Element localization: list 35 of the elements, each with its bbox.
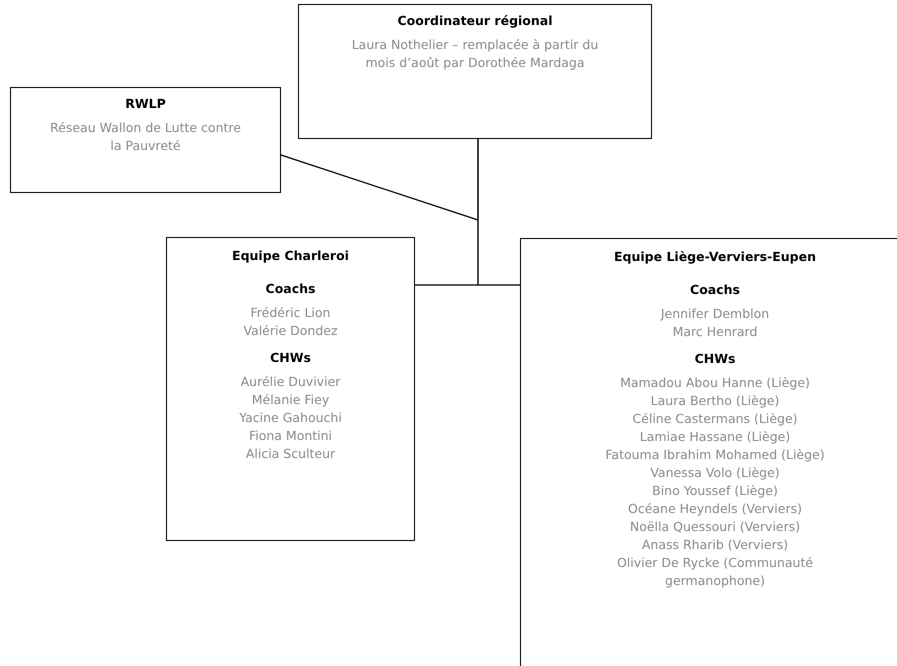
member-name: Bino Youssef (Liège) [652, 482, 778, 500]
box-heading: Coordinateur régional [397, 13, 553, 28]
member-name: Laura Nothelier – remplacée à partir du mois d’août par Dorothée Mardaga [350, 36, 600, 72]
member-name: Fiona Montini [248, 427, 332, 445]
box-heading: CHWs [270, 350, 311, 365]
member-name: Aurélie Duvivier [240, 373, 340, 391]
org-box [298, 4, 652, 139]
member-name: Yacine Gahouchi [239, 409, 342, 427]
box-heading: CHWs [694, 351, 736, 366]
org-box [166, 237, 415, 541]
connector-line [280, 139, 479, 221]
member-name: Noëlla Quessouri (Verviers) [630, 518, 800, 536]
box-heading: Coachs [690, 282, 740, 297]
member-name: Frédéric Lion [250, 304, 330, 322]
org-box [520, 238, 897, 666]
member-name: Laura Bertho (Liège) [650, 392, 780, 410]
member-name: Mamadou Abou Hanne (Liège) [620, 374, 810, 392]
box-heading: Coachs [266, 281, 316, 296]
member-name: Céline Castermans (Liège) [632, 410, 798, 428]
member-name: Jennifer Demblon [660, 305, 770, 323]
box-heading: RWLP [125, 96, 166, 111]
member-name: Alicia Sculteur [246, 445, 336, 463]
member-name: Lamiae Hassane (Liège) [640, 428, 790, 446]
member-name: Vanessa Volo (Liège) [650, 464, 780, 482]
member-name: Anass Rharib (Verviers) [642, 536, 788, 554]
member-name: Marc Henrard [672, 323, 758, 341]
member-name: Fatouma Ibrahim Mohamed (Liège) [605, 446, 825, 464]
member-name: Mélanie Fiey [252, 391, 330, 409]
member-name: Océane Heyndels (Verviers) [628, 500, 802, 518]
member-name: Valérie Dondez [243, 322, 338, 340]
member-name: Réseau Wallon de Lutte contre la Pauvreté [49, 119, 242, 155]
box-heading: Equipe Charleroi [232, 248, 349, 263]
box-heading: Equipe Liège-Verviers-Eupen [614, 249, 816, 264]
member-name: Olivier De Rycke (Communauté germanophone) [616, 554, 814, 590]
org-box [10, 87, 281, 193]
